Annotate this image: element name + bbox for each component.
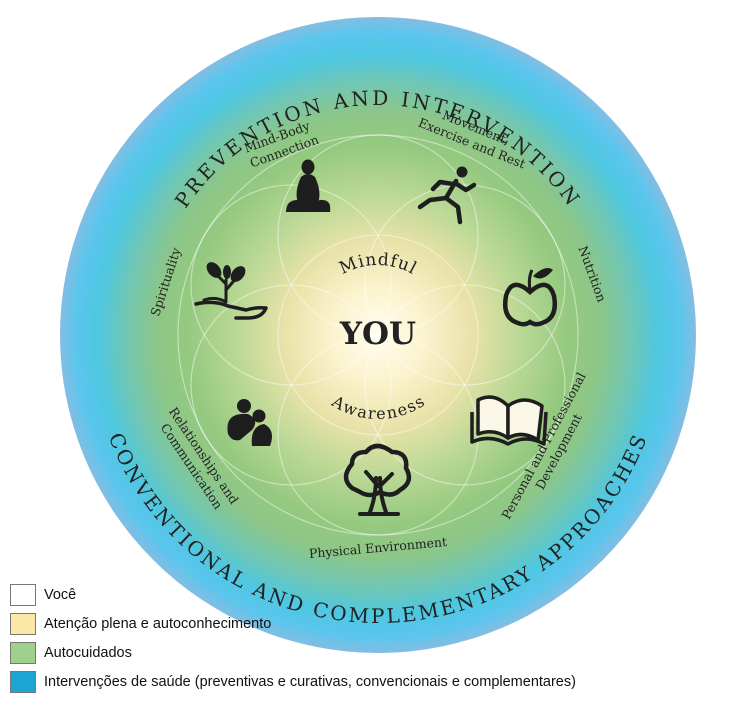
hand-sprout-icon: [194, 262, 268, 320]
legend-swatch-you: [10, 583, 36, 606]
flower-of-life-pattern: [177, 134, 579, 536]
legend-item: Intervenções de saúde (preventivas e cur…: [10, 667, 576, 696]
center-main-text: YOU: [339, 316, 416, 352]
outer-wheel: [60, 17, 696, 653]
legend-label: Autocuidados: [44, 644, 132, 661]
legend-item: Autocuidados: [10, 638, 576, 667]
legend-label: Atenção plena e autoconhecimento: [44, 615, 272, 632]
apple-icon: [503, 268, 557, 327]
legend-label: Você: [44, 586, 77, 603]
legend-swatch-mindfulness: [10, 612, 36, 635]
couple-icon: [227, 399, 272, 446]
legend-item: Você: [10, 580, 576, 609]
tree-icon: [343, 443, 412, 516]
legend-swatch-self-care: [10, 641, 36, 664]
book-icon: [470, 395, 548, 446]
legend: Você Atenção plena e autoconhecimento Au…: [10, 580, 576, 696]
meditation-icon: [286, 159, 331, 212]
runner-icon: [417, 166, 477, 225]
legend-swatch-interventions: [10, 670, 36, 693]
legend-label: Intervenções de saúde (preventivas e cur…: [44, 673, 576, 690]
legend-item: Atenção plena e autoconhecimento: [10, 609, 576, 638]
